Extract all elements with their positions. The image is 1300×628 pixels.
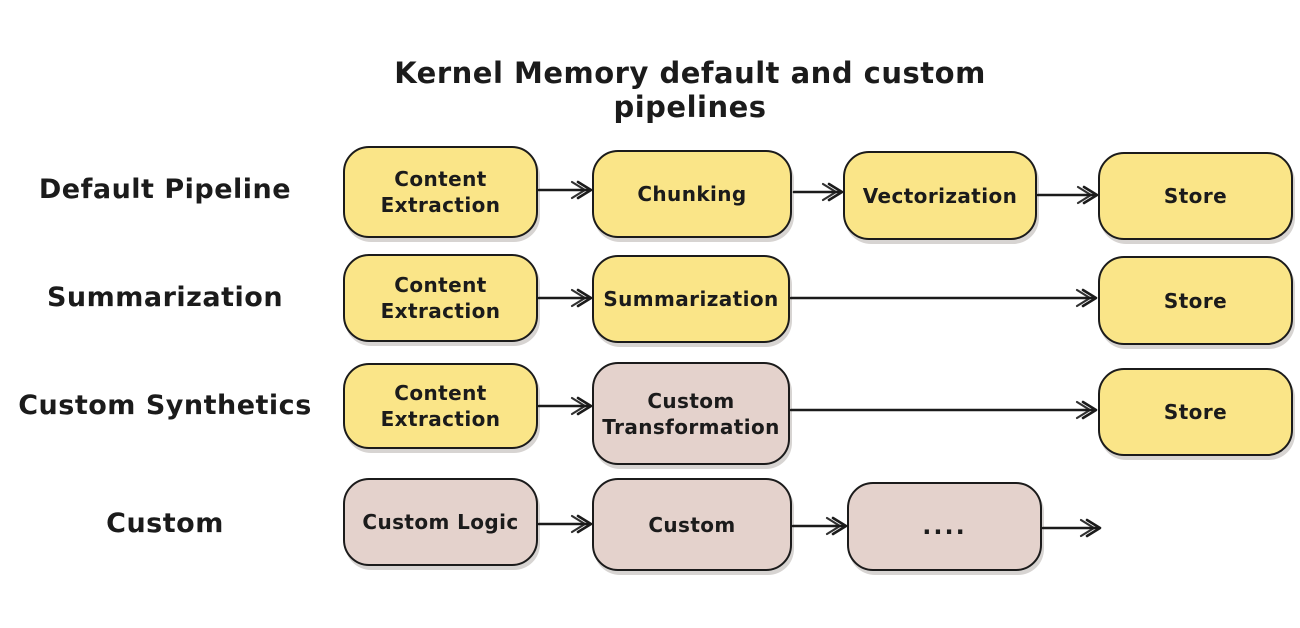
node-custom: Custom (592, 478, 792, 571)
arrow-ce-to-summarization (537, 288, 593, 308)
row-label-custom-synthetics: Custom Synthetics (18, 390, 312, 421)
arrow-summarization-to-store (789, 288, 1098, 308)
arrow-custom-transformation-to-store (789, 400, 1098, 420)
arrow-dots-continue (1041, 518, 1102, 538)
node-content-extraction-3: Content Extraction (343, 363, 538, 449)
arrow-custom-to-dots (791, 516, 848, 536)
row-label-custom: Custom (106, 508, 224, 539)
node-store-3: Store (1098, 368, 1293, 456)
node-dots: .... (847, 482, 1042, 571)
node-store-1: Store (1098, 152, 1293, 240)
diagram-title: Kernel Memory default and custom pipelin… (394, 56, 986, 124)
node-summarization: Summarization (592, 255, 790, 343)
node-chunking: Chunking (592, 150, 792, 238)
node-vectorization: Vectorization (843, 151, 1037, 240)
node-custom-logic: Custom Logic (343, 478, 538, 566)
arrow-ce-to-chunking (537, 180, 593, 200)
arrow-custom-logic-to-custom (537, 514, 593, 534)
arrow-vectorization-to-store (1036, 185, 1099, 205)
node-store-2: Store (1098, 256, 1293, 345)
node-content-extraction-1: Content Extraction (343, 146, 538, 238)
arrow-ce-to-custom-transformation (537, 396, 593, 416)
row-label-default-pipeline: Default Pipeline (38, 174, 292, 205)
row-label-summarization: Summarization (46, 282, 284, 313)
node-custom-transformation: Custom Transformation (592, 362, 790, 465)
node-content-extraction-2: Content Extraction (343, 254, 538, 342)
arrow-chunking-to-vectorization (792, 182, 844, 202)
